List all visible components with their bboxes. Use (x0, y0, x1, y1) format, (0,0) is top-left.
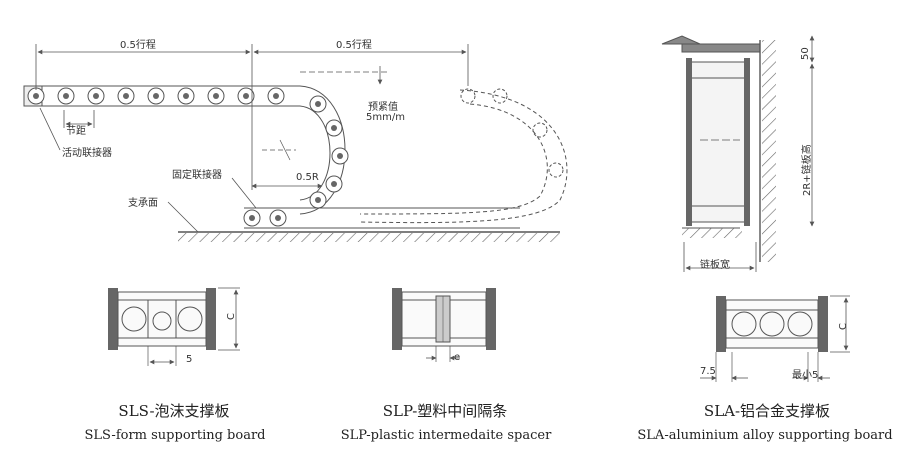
board-slp-drawing (392, 288, 496, 362)
sls-dim-c: C (226, 313, 237, 320)
chain-bend-links (309, 95, 349, 209)
ground-hatch (178, 233, 560, 242)
sla-caption-cn: SLA-铝合金支撑板 (703, 402, 831, 420)
sla-dim-c: C (838, 323, 849, 330)
sla-dim-7-5: 7.5 (700, 366, 716, 377)
slp-dim-e: e (454, 352, 461, 363)
chain-upper-links (27, 87, 285, 105)
sla-caption-en: SLA-aluminium alloy supporting board (637, 428, 893, 443)
preload-label: 预紧值 (368, 102, 398, 113)
travel-left-label: 0.5行程 (120, 40, 156, 51)
end-view-top-plate (681, 43, 761, 53)
chain-lower-links (243, 209, 287, 227)
fixed-connector-label: 固定联接器 (172, 170, 222, 181)
board-sla-drawing (700, 295, 850, 382)
slp-caption-en: SLP-plastic intermedaite spacer (340, 428, 552, 443)
end-view-chain-body (689, 61, 747, 223)
end-view-height-label: 2R+链板高 (802, 144, 813, 196)
end-view-dim-top: 50 (800, 47, 811, 60)
moving-connector-label: 活动联接器 (62, 148, 112, 159)
slp-caption-cn: SLP-塑料中间隔条 (382, 402, 508, 420)
chain-side-view (23, 44, 568, 242)
pitch-label: 节距 (66, 126, 86, 137)
board-sls-drawing (108, 287, 240, 366)
travel-right-label: 0.5行程 (336, 40, 372, 51)
radius-label: 0.5R (296, 172, 319, 183)
sls-caption-cn: SLS-泡沫支撑板 (118, 402, 230, 420)
preload-unit-label: 5mm/m (366, 112, 405, 123)
sls-caption-en: SLS-form supporting board (84, 428, 266, 443)
chain-alternate-position-inner (359, 103, 548, 215)
end-view-width-label: 链板宽 (700, 260, 730, 271)
sla-dim-min5: 最小5 (792, 370, 819, 381)
chain-alternate-position-outer (359, 89, 568, 224)
sls-dim-5: 5 (186, 354, 193, 365)
support-surface-label: 支承面 (128, 198, 158, 209)
chain-end-view (661, 35, 815, 272)
